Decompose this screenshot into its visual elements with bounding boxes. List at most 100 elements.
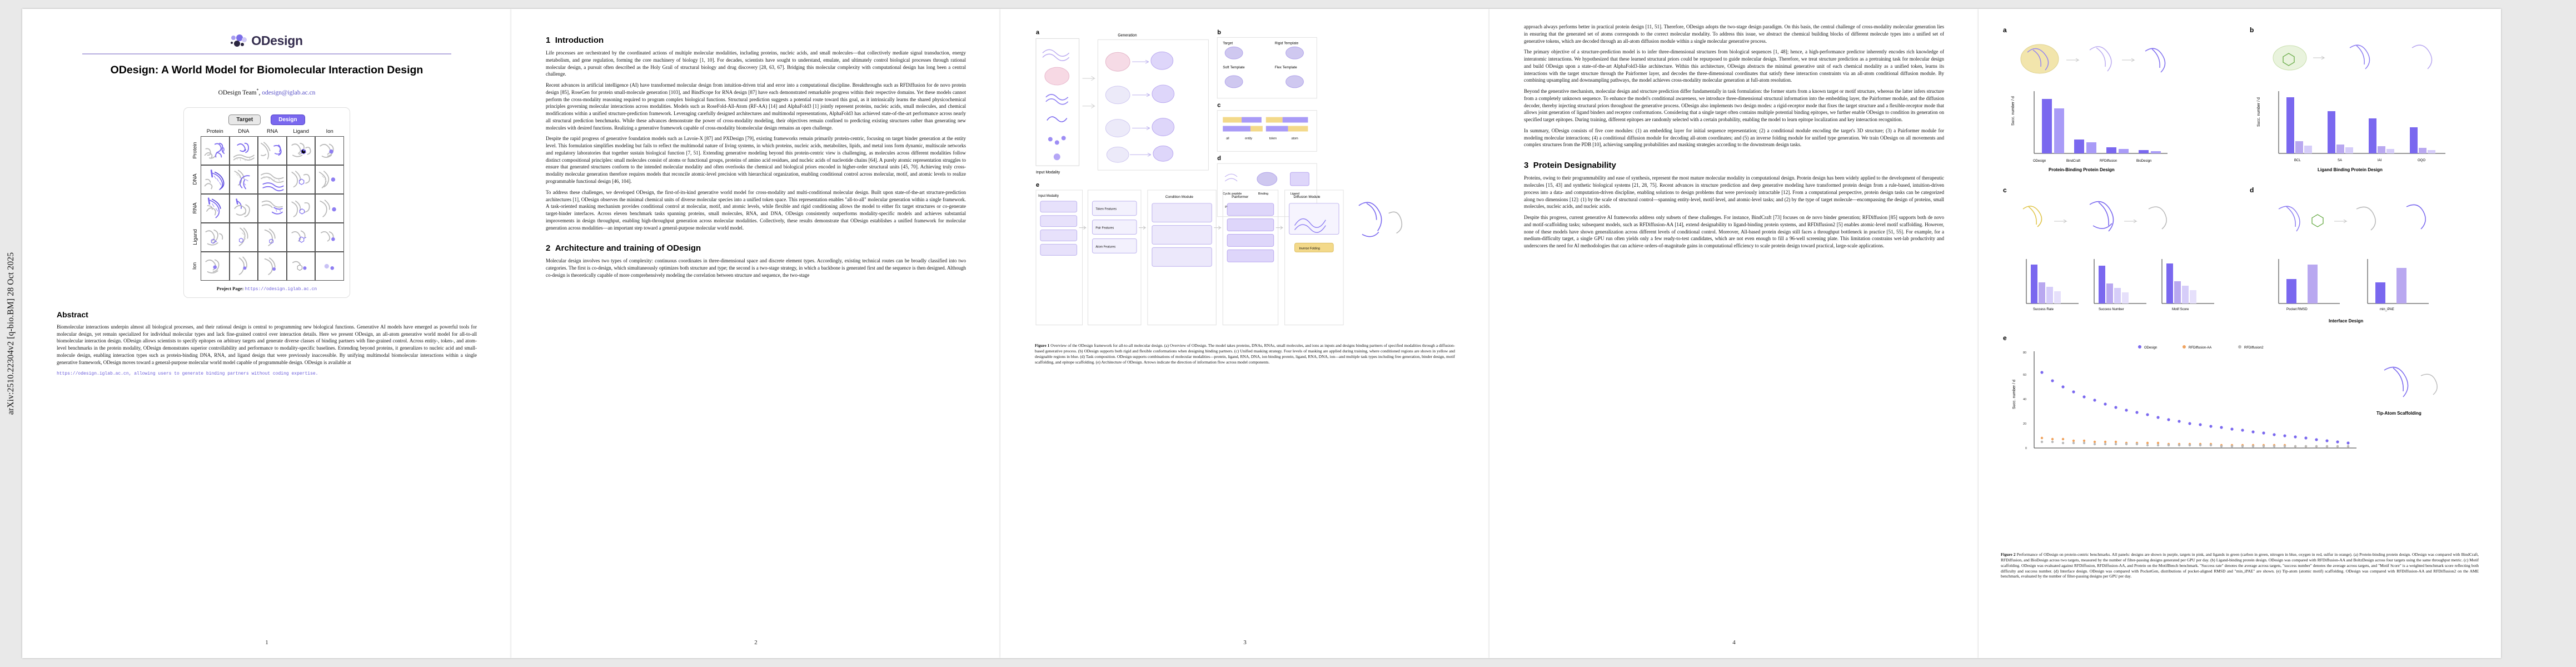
page-number: 4 xyxy=(1732,639,1736,646)
matrix-cell-ion-dna xyxy=(229,251,258,281)
svg-text:all: all xyxy=(1226,137,1229,140)
ion-sphere xyxy=(329,149,334,154)
svg-text:Generation: Generation xyxy=(1118,33,1137,37)
figure-2-number: Figure 2 xyxy=(2001,552,2016,557)
paragraph: In summary, ODesign consists of five cor… xyxy=(1524,127,1944,148)
matrix-cell-ion-ion xyxy=(315,251,344,281)
svg-text:60: 60 xyxy=(2023,374,2026,377)
section-title: Architecture and training of ODesign xyxy=(555,243,701,253)
author-footnote-marker: * xyxy=(256,87,259,93)
legend-chip-design[interactable]: Design xyxy=(271,114,305,125)
project-page-url[interactable]: https://odesign.iglab.ac.cn xyxy=(245,286,317,292)
structure-render xyxy=(258,137,286,165)
header-divider xyxy=(82,53,451,54)
page-5: a xyxy=(1979,9,2501,658)
matrix-cell-protein-protein xyxy=(201,136,230,165)
svg-text:Target: Target xyxy=(1223,41,1233,45)
page-4: approach always performs better in pract… xyxy=(1489,9,1979,658)
paragraph: Despite this progress, current generativ… xyxy=(1524,215,1944,249)
svg-text:SA: SA xyxy=(2338,159,2342,162)
abstract-heading: Abstract xyxy=(57,310,88,319)
structure-render xyxy=(316,223,343,251)
author-line: ODesign Team*, odesign@iglab.ac.cn xyxy=(57,88,477,96)
arxiv-stamp-text: arXiv:2510.22304v2 [q-bio.BM] 28 Oct 202… xyxy=(6,252,16,415)
structure-render xyxy=(258,166,286,193)
matrix-col-header-dna: DNA xyxy=(238,128,250,135)
structure-render xyxy=(258,195,286,222)
svg-text:Tip-Atom Scaffolding: Tip-Atom Scaffolding xyxy=(2376,411,2421,416)
section-number: 3 xyxy=(1524,161,1529,171)
matrix-cell-rna-ion xyxy=(315,193,344,223)
svg-text:BindCraft: BindCraft xyxy=(2066,160,2080,163)
svg-text:RFDiffusion2: RFDiffusion2 xyxy=(2244,346,2264,350)
svg-text:Input Modality: Input Modality xyxy=(1038,195,1059,198)
svg-text:c: c xyxy=(1217,102,1220,109)
structure-render xyxy=(201,252,229,280)
svg-text:Pairformer: Pairformer xyxy=(1232,195,1249,199)
svg-text:Cyclic peptide: Cyclic peptide xyxy=(1223,192,1242,196)
author-email[interactable]: odesign@iglab.ac.cn xyxy=(262,89,316,96)
matrix-grid: Protein DNA RNA Ligand Ion Protein DNA xyxy=(190,128,344,281)
figure-2-results: a xyxy=(2003,26,2445,450)
svg-text:Succ. number / d: Succ. number / d xyxy=(2012,380,2016,409)
svg-text:IAI: IAI xyxy=(2378,159,2382,162)
svg-text:a: a xyxy=(1036,29,1040,36)
legend-chip-target[interactable]: Target xyxy=(228,114,261,125)
paragraph: The primary objective of a structure-pre… xyxy=(1524,49,1944,83)
structure-render xyxy=(201,166,229,193)
page-3: a In xyxy=(1000,9,1489,658)
section-number: 2 xyxy=(546,243,551,253)
project-page-label: Project Page: xyxy=(216,285,244,291)
svg-text:entity: entity xyxy=(1245,137,1252,140)
figure-1-caption: Figure 1 Overview of the ODesign framewo… xyxy=(1035,343,1455,365)
paragraph: Recent advances in artificial intelligen… xyxy=(546,82,966,131)
svg-text:RFDiffusion-AA: RFDiffusion-AA xyxy=(2189,346,2211,350)
abstract-url[interactable]: https://odesign.iglab.ac.cn, allowing us… xyxy=(57,371,318,377)
svg-text:Success Number: Success Number xyxy=(2099,308,2124,311)
svg-text:40: 40 xyxy=(2023,398,2026,401)
svg-text:80: 80 xyxy=(2023,351,2026,355)
structure-render xyxy=(287,195,315,222)
matrix-cell-dna-ligand xyxy=(286,165,316,194)
figure-2-caption: Figure 2 Performance of ODesign on prote… xyxy=(2001,552,2479,579)
svg-text:d: d xyxy=(2250,186,2254,194)
structure-render xyxy=(201,137,229,165)
section-heading-3: 3 Protein Designability xyxy=(1524,161,1944,170)
svg-text:Rigid Template: Rigid Template xyxy=(1275,41,1299,45)
svg-text:Pocket RMSD: Pocket RMSD xyxy=(2286,308,2308,311)
svg-text:Ligand: Ligand xyxy=(1291,192,1299,196)
svg-text:a: a xyxy=(2003,26,2007,34)
structure-render xyxy=(201,195,229,222)
structure-render xyxy=(230,166,258,193)
paragraph: Beyond the generative mechanism, molecul… xyxy=(1524,88,1944,123)
matrix-cell-rna-ligand xyxy=(286,193,316,223)
paragraph: approach always performs better in pract… xyxy=(1524,24,1944,44)
svg-text:Motif Score: Motif Score xyxy=(2172,308,2189,311)
structure-render xyxy=(287,223,315,251)
svg-text:BioDesign: BioDesign xyxy=(2136,160,2151,163)
svg-text:ODesign: ODesign xyxy=(2033,160,2046,163)
matrix-row-header-protein: Protein xyxy=(192,142,198,159)
paragraph: Despite the rapid progress of generative… xyxy=(546,136,966,185)
svg-text:min_iPAE: min_iPAE xyxy=(2380,308,2394,311)
svg-text:b: b xyxy=(2250,26,2254,34)
structure-render xyxy=(230,137,258,165)
svg-text:Binding: Binding xyxy=(1258,192,1268,196)
paragraph: Molecular design involves two types of c… xyxy=(546,258,966,278)
svg-text:Diffusion Module: Diffusion Module xyxy=(1294,195,1321,199)
figure-1-number: Figure 1 xyxy=(1035,343,1050,348)
svg-text:Succ. number / d: Succ. number / d xyxy=(2257,97,2261,127)
svg-text:Inverse Folding: Inverse Folding xyxy=(1299,247,1319,250)
svg-text:e: e xyxy=(2003,334,2007,342)
svg-text:d: d xyxy=(1217,155,1221,162)
svg-text:Interface Design: Interface Design xyxy=(2329,318,2363,323)
svg-text:atom: atom xyxy=(1292,137,1299,140)
matrix-row-header-ligand: Ligand xyxy=(192,229,198,246)
matrix-col-header-ligand: Ligand xyxy=(293,128,309,135)
matrix-legend: Target Design xyxy=(190,114,344,125)
matrix-cell-protein-rna xyxy=(258,136,287,165)
matrix-row-header-ion: Ion xyxy=(192,262,198,270)
paragraph: Life processes are orchestrated by the c… xyxy=(546,50,966,77)
matrix-cell-ion-rna xyxy=(258,251,287,281)
